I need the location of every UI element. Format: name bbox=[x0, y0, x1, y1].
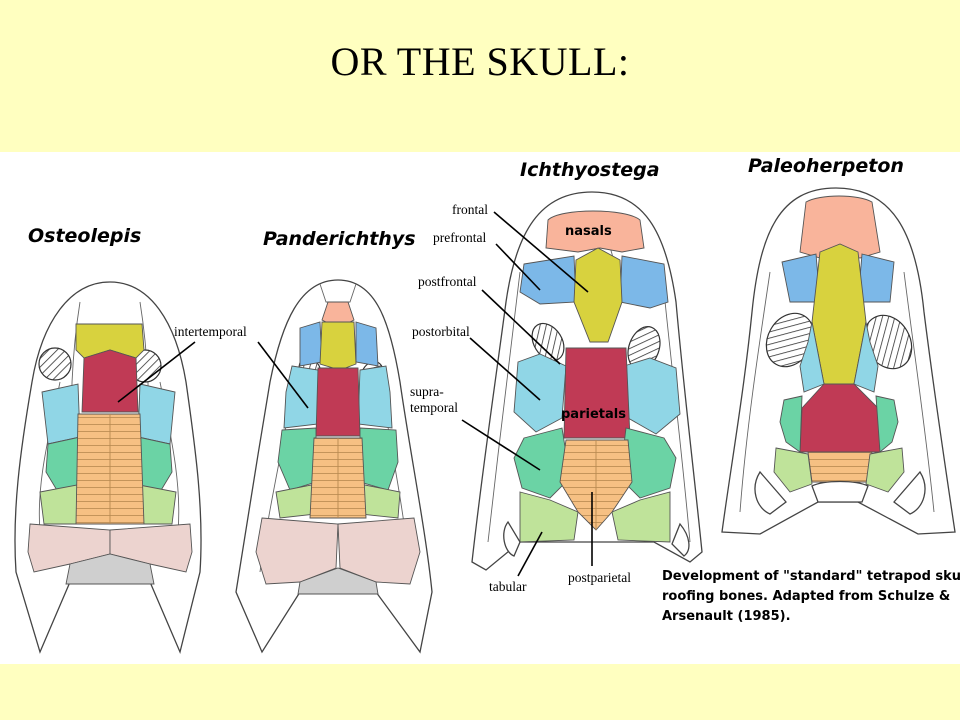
label-intertemporal: intertemporal bbox=[174, 324, 247, 339]
label-nasals: nasals bbox=[565, 224, 612, 239]
species-label-paleoherpeton: Paleoherpeton bbox=[748, 155, 904, 177]
label-supratemporal-2: temporal bbox=[410, 400, 458, 415]
figure-caption: Development of "standard" tetrapod skull… bbox=[662, 569, 960, 624]
species-label-panderichthys: Panderichthys bbox=[263, 228, 416, 250]
skull-osteolepis: Osteolepis bbox=[14, 225, 202, 655]
species-label-ichthyostega: Ichthyostega bbox=[520, 159, 660, 181]
caption-line-3: Arsenault (1985). bbox=[662, 609, 791, 624]
label-postorbital: postorbital bbox=[412, 324, 470, 339]
orbit-left-ichthyostega bbox=[531, 322, 565, 362]
skull-ichthyostega: Ichthyostega nasals parietals bbox=[471, 159, 703, 571]
label-postparietal: postparietal bbox=[568, 570, 631, 585]
label-postfrontal: postfrontal bbox=[418, 274, 477, 289]
skull-figure: Osteolepis Panderichthys bbox=[0, 152, 960, 664]
label-tabular: tabular bbox=[489, 579, 527, 594]
skull-paleoherpeton: Paleoherpeton bbox=[721, 155, 956, 535]
species-label-osteolepis: Osteolepis bbox=[28, 225, 141, 247]
label-supratemporal-1: supra- bbox=[410, 384, 444, 399]
bone-labels: intertemporal frontal prefrontal postfro… bbox=[117, 202, 631, 594]
label-frontal: frontal bbox=[452, 202, 488, 217]
skull-diagram: Osteolepis Panderichthys bbox=[14, 155, 960, 655]
caption-line-1: Development of "standard" tetrapod skull bbox=[662, 569, 960, 584]
slide-title: OR THE SKULL: bbox=[330, 39, 630, 84]
caption-line-2: roofing bones. Adapted from Schulze & bbox=[662, 589, 950, 604]
label-prefrontal: prefrontal bbox=[433, 230, 486, 245]
skull-panderichthys: Panderichthys bbox=[235, 228, 433, 654]
label-parietals: parietals bbox=[561, 407, 626, 422]
orbit-left-osteolepis bbox=[38, 347, 72, 381]
